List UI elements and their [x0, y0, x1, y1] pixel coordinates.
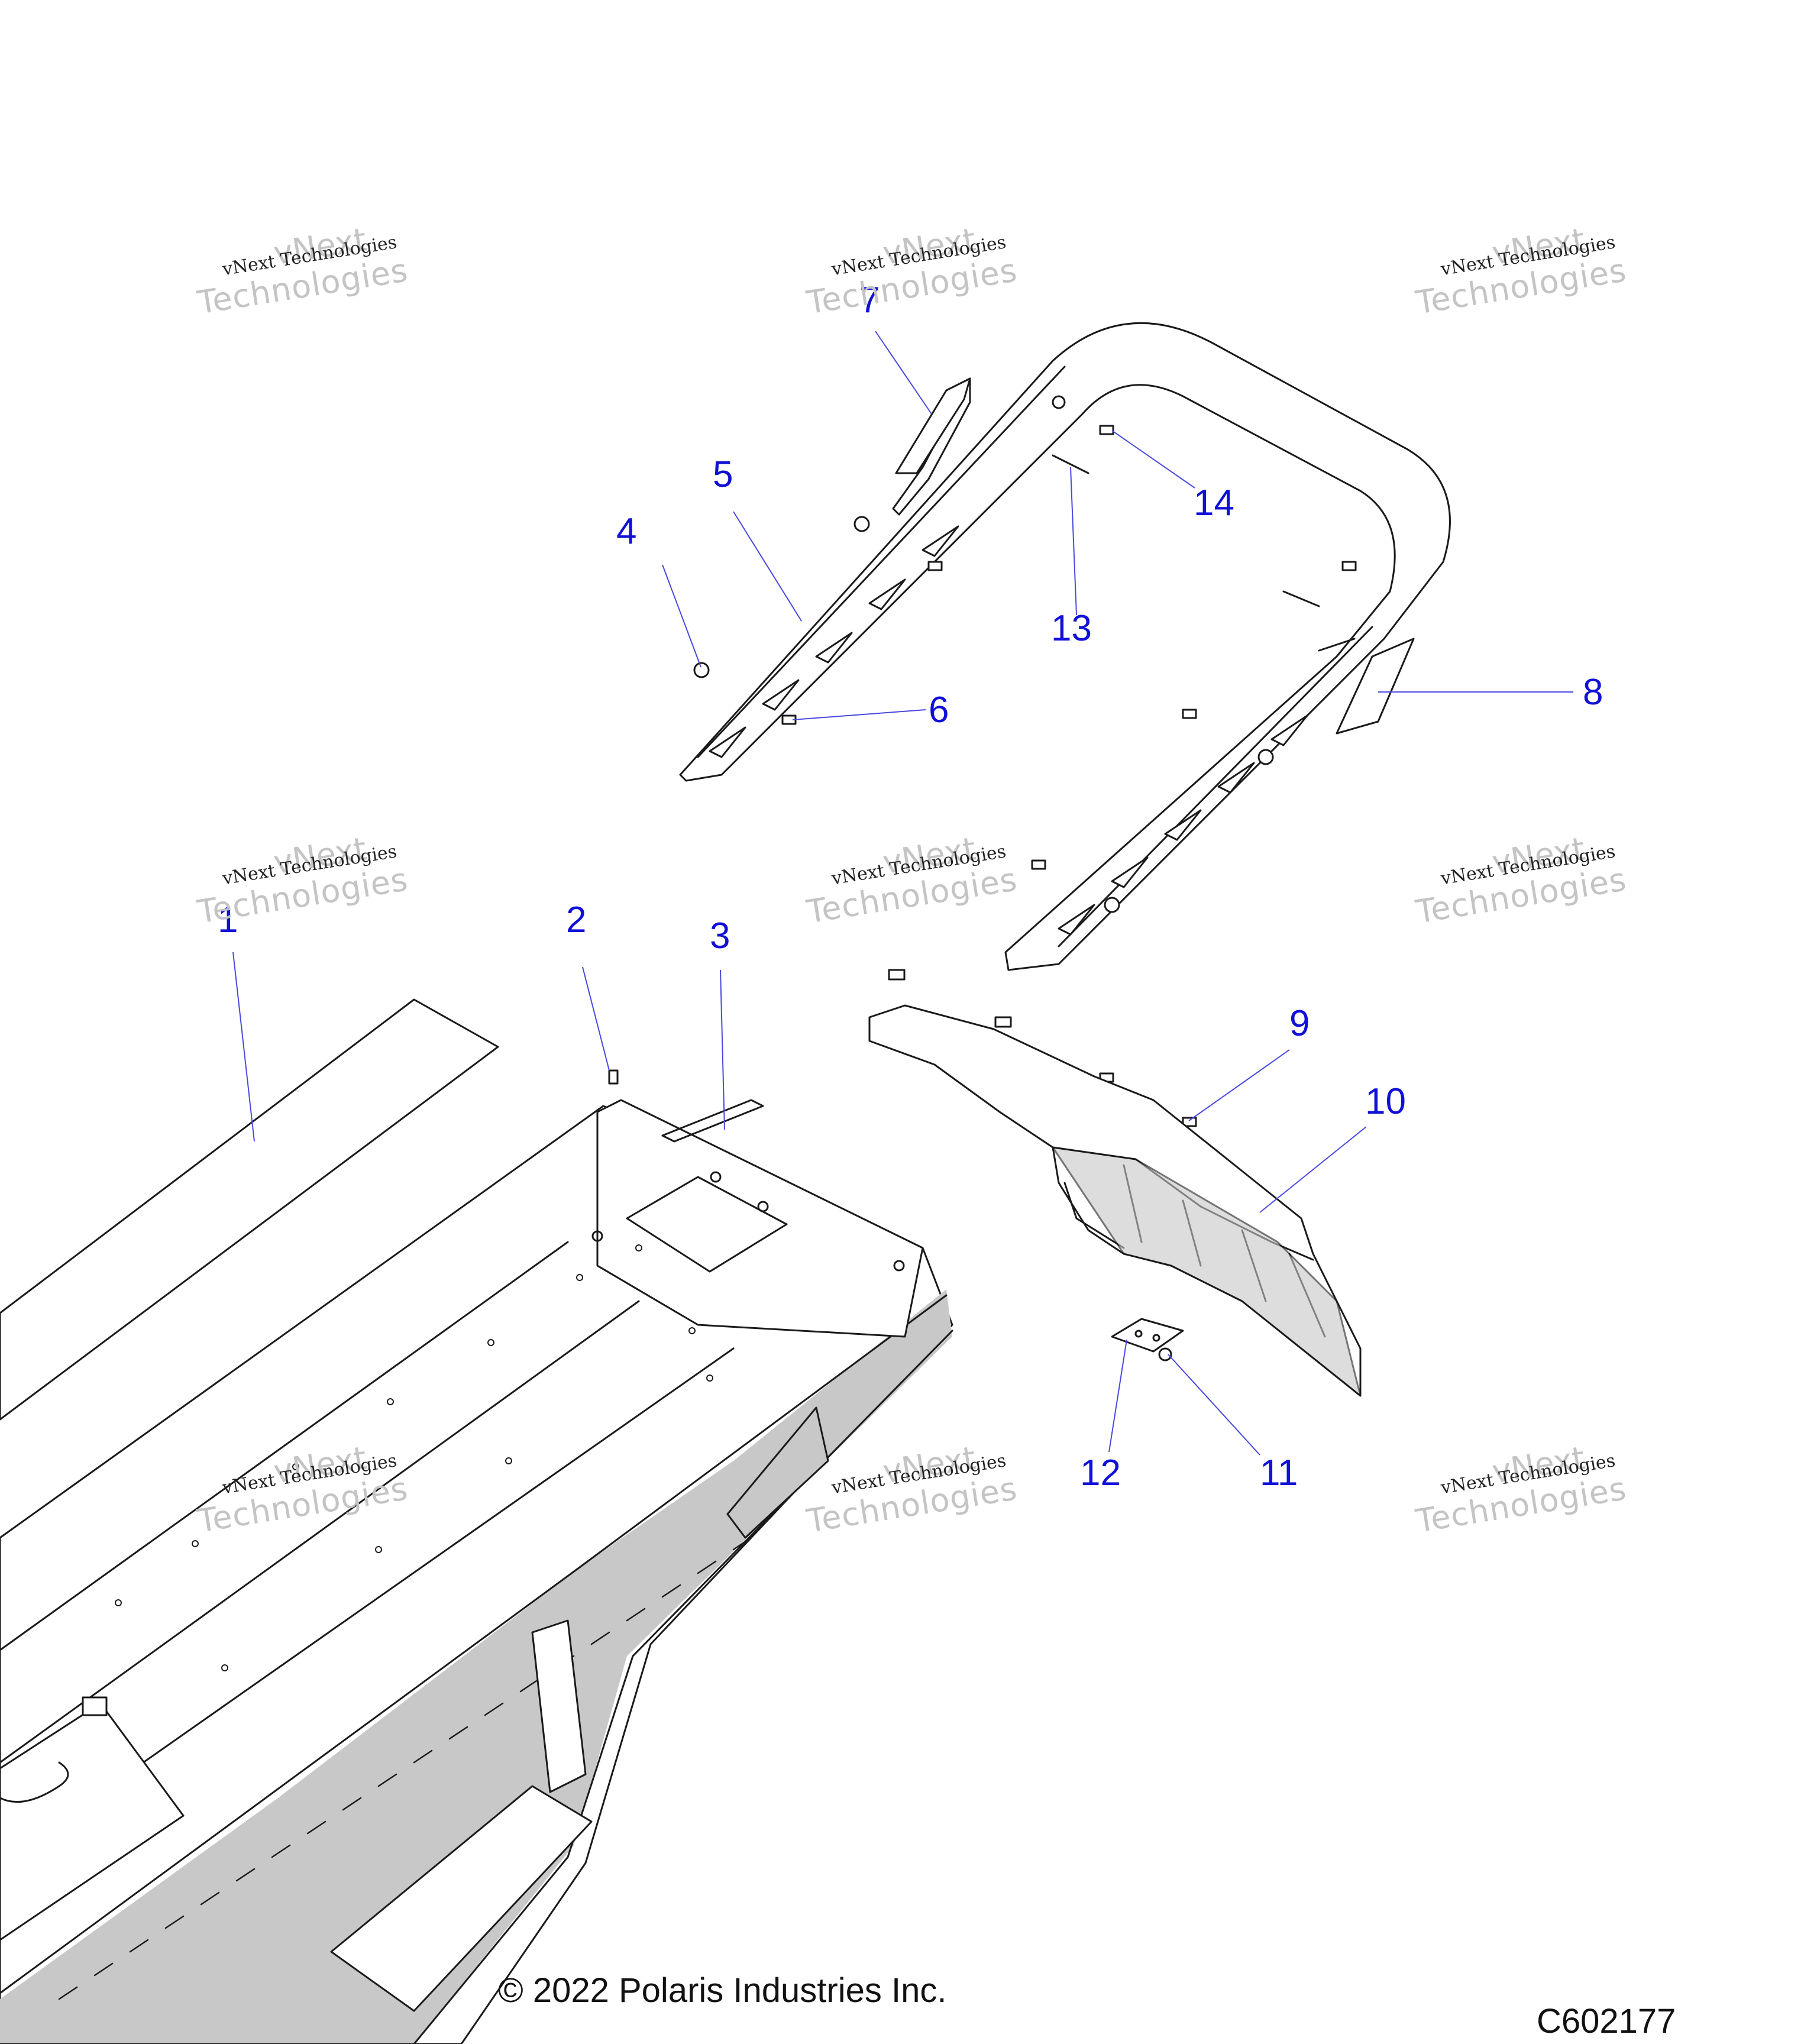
part-2-screw	[608, 1069, 619, 1085]
leader-lines	[232, 331, 1573, 1456]
part-12-plate	[1111, 1318, 1184, 1353]
callout-9: 9	[1289, 1003, 1310, 1044]
callout-1: 1	[218, 900, 238, 940]
fasteners	[693, 425, 1357, 1361]
tunnel-body	[0, 1099, 953, 2044]
callout-14: 14	[1194, 483, 1234, 523]
callout-10: 10	[1365, 1081, 1406, 1122]
part-10-flap	[868, 1004, 1362, 1397]
callout-3: 3	[710, 916, 730, 956]
part-8-decal	[1336, 638, 1415, 735]
callout-6: 6	[929, 690, 949, 730]
part-7-decal	[892, 377, 971, 516]
copyright-notice: © 2022 Polaris Industries Inc.	[498, 1971, 947, 2010]
diagram-id: C602177	[1537, 2002, 1676, 2040]
callout-8: 8	[1583, 672, 1603, 713]
callout-12: 12	[1080, 1453, 1121, 1493]
callout-7: 7	[859, 280, 880, 321]
part-1-strip	[0, 998, 499, 1421]
callout-2: 2	[566, 900, 587, 940]
part-5-bumper	[679, 322, 1451, 971]
callout-13: 13	[1051, 608, 1092, 649]
callout-5: 5	[713, 454, 733, 495]
callout-11: 11	[1260, 1453, 1298, 1493]
callout-4: 4	[616, 511, 637, 552]
